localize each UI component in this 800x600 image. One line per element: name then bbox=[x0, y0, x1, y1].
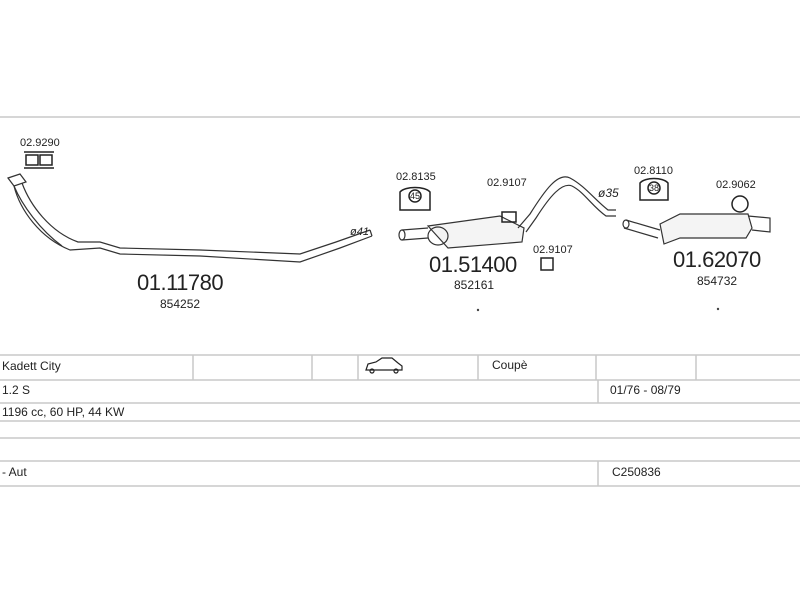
rubber-mount-icon bbox=[501, 211, 517, 223]
table-grid bbox=[0, 354, 800, 487]
part-reference: 854732 bbox=[697, 274, 738, 288]
part-number: 01.11780 bbox=[137, 270, 224, 295]
hanger-icon bbox=[399, 186, 431, 211]
vehicle-model: Kadett City bbox=[2, 359, 61, 373]
rubber-label: 02.9107 bbox=[487, 177, 527, 189]
clamp-label: 02.9290 bbox=[20, 137, 60, 149]
clamp-icon bbox=[24, 151, 54, 169]
engine-spec: 1196 cc, 60 HP, 44 KW bbox=[2, 405, 125, 419]
part-number: 01.51400 bbox=[429, 252, 517, 277]
rubber-label: 02.9107 bbox=[533, 244, 573, 256]
middle-silencer bbox=[398, 176, 616, 249]
transmission: - Aut bbox=[2, 465, 27, 479]
part-reference: 852161 bbox=[454, 278, 495, 292]
diameter-label: ø41 bbox=[350, 226, 369, 238]
car-coupe-icon bbox=[365, 357, 403, 374]
rear-silencer bbox=[622, 213, 771, 245]
hanger-label: 02.8135 bbox=[396, 171, 436, 183]
production-years: 01/76 - 08/79 bbox=[610, 383, 681, 397]
engine-name: 1.2 S bbox=[2, 383, 31, 397]
hanger-size: 38 bbox=[649, 183, 660, 193]
diameter-label: ø35 bbox=[598, 186, 619, 200]
rubber-mount-icon bbox=[540, 257, 554, 271]
part-number: 01.62070 bbox=[673, 247, 761, 272]
catalog-code: C250836 bbox=[612, 465, 661, 479]
rubber-ring-icon bbox=[731, 195, 749, 213]
part-reference: 854252 bbox=[160, 297, 201, 311]
front-pipe bbox=[7, 173, 373, 263]
rubber-label: 02.9062 bbox=[716, 179, 756, 191]
hanger-size: 45 bbox=[410, 191, 421, 201]
hanger-label: 02.8110 bbox=[634, 165, 673, 177]
body-type: Coupè bbox=[492, 358, 528, 372]
hanger-icon bbox=[639, 177, 669, 201]
